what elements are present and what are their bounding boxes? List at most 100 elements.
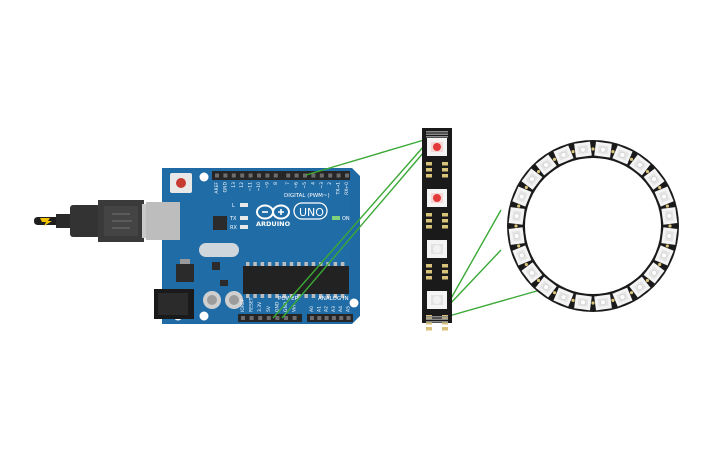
neopixel-strip xyxy=(422,128,452,331)
power-pin-label: 3.3V xyxy=(257,301,263,312)
digital-pin-label: 2 xyxy=(327,182,333,185)
digital-pin[interactable] xyxy=(294,173,299,178)
chip-pin xyxy=(340,294,345,298)
digital-pin[interactable] xyxy=(240,173,245,178)
power-pin[interactable] xyxy=(292,316,297,320)
digital-pin[interactable] xyxy=(215,173,219,178)
analog-pin[interactable] xyxy=(331,316,336,320)
chip-pin xyxy=(260,262,265,266)
digital-pin[interactable] xyxy=(311,173,316,178)
chip-pin xyxy=(304,262,308,266)
digital-pin[interactable] xyxy=(303,173,307,178)
digital-pin-label: TX→1 xyxy=(336,182,342,196)
chip-pin xyxy=(260,294,265,298)
analog-pin[interactable] xyxy=(324,316,329,320)
chip-pin xyxy=(311,294,316,298)
ring-pixel xyxy=(508,207,525,225)
digital-pin-label: ~6 xyxy=(294,182,300,189)
arduino-logo-icon xyxy=(256,204,290,220)
wire-gnd xyxy=(281,151,425,319)
crystal-oscillator xyxy=(199,243,239,257)
digital-pin[interactable] xyxy=(265,173,270,178)
chip-pin xyxy=(297,262,301,266)
digital-pin-label: AREF xyxy=(214,182,220,194)
led-l-label: L xyxy=(232,203,235,209)
analog-pin-label: A2 xyxy=(324,306,330,312)
digital-pin-label: 7 xyxy=(285,182,291,185)
analog-pin[interactable] xyxy=(339,316,344,320)
ring-pixel xyxy=(553,287,574,307)
digital-pin-label: 8 xyxy=(273,182,279,185)
digital-pin[interactable] xyxy=(336,173,341,178)
ring-pixel xyxy=(661,227,678,245)
analog-pin[interactable] xyxy=(346,316,351,320)
power-pin[interactable] xyxy=(266,316,271,320)
uno-label: UNO xyxy=(299,206,324,219)
digital-pin[interactable] xyxy=(248,173,253,178)
digital-pin[interactable] xyxy=(223,173,228,178)
power-pin[interactable] xyxy=(249,316,254,320)
digital-pin-label: 12 xyxy=(239,182,245,188)
power-pin[interactable] xyxy=(241,316,245,320)
ring-pixel xyxy=(654,245,674,266)
chip-pin xyxy=(267,294,272,298)
power-pin-label: IOREF xyxy=(240,298,246,312)
ring-pixel xyxy=(612,287,633,307)
ring-pixel xyxy=(661,207,678,225)
ring-pixel xyxy=(535,276,557,298)
digital-pin[interactable] xyxy=(273,173,278,178)
ring-pad xyxy=(514,224,518,228)
ring-pad xyxy=(552,291,557,295)
ring-pad xyxy=(665,204,669,208)
led-l xyxy=(240,203,248,207)
digital-pin-label: ~10 xyxy=(256,182,262,192)
ring-pixel xyxy=(512,245,532,266)
mounting-hole xyxy=(199,172,209,182)
chip-pin xyxy=(275,262,279,266)
ring-pad xyxy=(658,185,662,190)
analog-pin-label: A4 xyxy=(338,306,344,312)
digital-pin[interactable] xyxy=(328,173,333,178)
digital-pin[interactable] xyxy=(345,173,349,178)
digital-pin-label: 4 xyxy=(310,182,316,185)
wire-strip-ring-1 xyxy=(448,209,502,303)
chip-pin xyxy=(246,262,250,266)
digital-header xyxy=(212,171,350,180)
mounting-hole xyxy=(349,298,359,308)
chip-pin xyxy=(282,294,286,298)
arduino-wordmark: ARDUINO xyxy=(256,220,291,228)
wire-strip-ring-2 xyxy=(448,249,502,306)
analog-pin[interactable] xyxy=(317,316,322,320)
power-pin[interactable] xyxy=(258,316,263,320)
ring-pixel xyxy=(535,154,557,176)
chip-pin xyxy=(297,294,301,298)
ring-pad xyxy=(552,157,557,161)
chip-pin xyxy=(304,294,308,298)
ring-pad xyxy=(665,244,669,248)
ring-pad xyxy=(517,204,521,208)
ring-pixel xyxy=(594,141,612,158)
analog-pin-label: A0 xyxy=(309,306,315,312)
ring-pixel xyxy=(594,294,612,311)
digital-pin[interactable] xyxy=(286,173,291,178)
ring-pad xyxy=(536,169,541,174)
power-pin[interactable] xyxy=(275,316,280,320)
digital-pin[interactable] xyxy=(257,173,261,178)
chip-pin xyxy=(275,294,279,298)
power-pin[interactable] xyxy=(284,316,288,320)
ring-pad xyxy=(571,298,575,302)
digital-pin[interactable] xyxy=(231,173,236,178)
led-rx xyxy=(240,225,248,229)
ring-pad xyxy=(668,224,672,228)
analog-pin-label: A3 xyxy=(331,306,337,312)
analog-pin-label: A1 xyxy=(316,306,322,312)
chip-pin xyxy=(282,262,286,266)
analog-pin[interactable] xyxy=(310,316,314,320)
digital-pin[interactable] xyxy=(319,173,324,178)
usb-jack xyxy=(146,202,180,240)
atmega-chip xyxy=(243,266,349,294)
digital-pin-label: ~5 xyxy=(302,182,308,189)
strip-pixel xyxy=(427,189,447,207)
